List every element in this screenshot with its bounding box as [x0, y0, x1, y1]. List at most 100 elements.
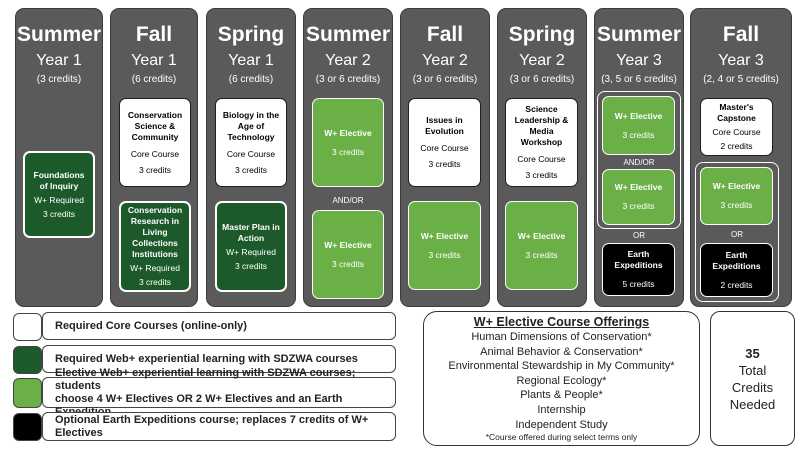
course-type: W+ Required: [130, 263, 180, 273]
and-or-separator: AND/OR: [623, 158, 655, 167]
and-or-separator: AND/OR: [332, 196, 364, 205]
offerings-title: W+ Elective Course Offerings: [473, 315, 650, 329]
term-credits: (3 or 6 credits): [315, 74, 381, 85]
offering-item: Regional Ecology*: [516, 374, 607, 387]
course-masters-capstone: Master's Capstone Core Course 2 credits: [700, 98, 773, 156]
term-season: Fall: [722, 23, 760, 46]
course-title: Biology in the Age of Technology: [222, 109, 280, 142]
course-type: Core Course: [517, 154, 566, 164]
term-season: Fall: [426, 23, 464, 46]
course-type: W+ Required: [34, 194, 84, 205]
course-credits: 3 credits: [234, 164, 268, 175]
term-year: Year 3: [616, 52, 662, 69]
course-title: Foundations of Inquiry: [33, 169, 85, 191]
term-year: Year 1: [228, 52, 274, 69]
term-credits: (3 credits): [36, 74, 82, 85]
term-credits: (3 or 6 credits): [509, 74, 575, 85]
term-season: Spring: [217, 23, 285, 46]
course-w-plus-elective: W+ Elective 3 credits: [700, 167, 773, 225]
legend-swatch-core: [13, 313, 42, 341]
legend-label-required: Required Web+ experiential learning with…: [42, 345, 396, 373]
term-year: Year 1: [36, 52, 82, 69]
course-title: Issues in Evolution: [425, 115, 464, 136]
course-credits: 3 credits: [525, 170, 558, 180]
course-w-plus-elective: W+ Elective 3 credits: [312, 98, 384, 187]
offerings-footnote: *Course offered during select terms only: [485, 432, 638, 443]
offering-item: Environmental Stewardship in My Communit…: [448, 360, 675, 373]
course-credits: 5 credits: [622, 279, 655, 289]
course-credits: 3 credits: [428, 159, 461, 169]
offering-item: Animal Behavior & Conservation*: [480, 345, 643, 358]
legend-text: Required Core Courses (online-only): [55, 319, 247, 332]
total-credits-label: Total: [738, 362, 767, 378]
course-w-plus-elective: W+ Elective 3 credits: [602, 169, 675, 225]
legend-text: Optional Earth Expeditions course; repla…: [55, 413, 369, 439]
term-year: Year 2: [422, 52, 468, 69]
legend-label-earth: Optional Earth Expeditions course; repla…: [42, 412, 396, 441]
course-biology-age-technology: Biology in the Age of Technology Core Co…: [215, 98, 287, 187]
course-type: Core Course: [130, 148, 180, 159]
course-credits: 3 credits: [525, 249, 558, 260]
total-credits-label: Credits: [731, 379, 774, 395]
term-season: Spring: [508, 23, 576, 46]
total-credits-number: 35: [745, 345, 760, 361]
legend-swatch-earth: [13, 413, 42, 441]
course-foundations-of-inquiry: Foundations of Inquiry W+ Required 3 cre…: [23, 151, 95, 238]
course-title: W+ Elective: [324, 239, 372, 250]
or-separator: OR: [731, 230, 743, 239]
offering-item: Independent Study: [515, 418, 608, 431]
course-credits: 3 credits: [720, 200, 753, 210]
term-year: Year 2: [325, 52, 371, 69]
course-type: Core Course: [420, 143, 469, 153]
course-title: W+ Elective: [614, 110, 663, 121]
course-master-plan-in-action: Master Plan in Action W+ Required 3 cred…: [215, 201, 287, 292]
course-type: W+ Required: [226, 246, 276, 257]
course-conservation-science-community: Conservation Science & Community Core Co…: [119, 98, 191, 187]
course-title: Conservation Science & Community: [127, 109, 183, 142]
term-year: Year 2: [519, 52, 565, 69]
course-w-plus-elective: W+ Elective 3 credits: [312, 210, 384, 299]
course-credits: 3 credits: [138, 277, 172, 287]
legend-label-elective: Elective Web+ experiential learning with…: [42, 367, 396, 418]
course-title: W+ Elective: [614, 182, 663, 192]
course-credits: 2 credits: [720, 141, 753, 151]
course-title: Master's Capstone: [717, 102, 756, 123]
offering-item: Internship: [537, 403, 586, 416]
or-separator: OR: [633, 231, 645, 240]
legend-label-core: Required Core Courses (online-only): [42, 312, 396, 340]
term-season: Summer: [596, 23, 682, 46]
course-type: Core Course: [712, 127, 761, 137]
term-credits: (3 or 6 credits): [412, 74, 478, 85]
term-year: Year 3: [718, 52, 764, 69]
course-title: Conservation Research in Living Collecti…: [127, 205, 183, 259]
course-credits: 3 credits: [428, 249, 461, 260]
course-credits: 3 credits: [331, 146, 365, 157]
total-credits-panel: 35 Total Credits Needed: [710, 311, 795, 446]
course-title: W+ Elective: [420, 230, 469, 241]
course-science-leadership-media: Science Leadership & Media Workshop Core…: [505, 98, 578, 187]
legend-swatch-elective: [13, 378, 42, 408]
elective-offerings-panel: W+ Elective Course Offerings Human Dimen…: [423, 311, 700, 446]
offering-item: Human Dimensions of Conservation*: [471, 331, 652, 343]
offering-item: Plants & People*: [520, 389, 603, 402]
course-earth-expeditions: Earth Expeditions 5 credits: [602, 243, 675, 296]
elective-group-bracket: [597, 91, 681, 229]
term-year: Year 1: [131, 52, 177, 69]
term-season: Summer: [305, 23, 391, 46]
course-title: W+ Elective: [517, 230, 566, 241]
course-credits: 3 credits: [42, 208, 76, 219]
course-credits: 2 credits: [720, 279, 753, 290]
course-title: Science Leadership & Media Workshop: [514, 104, 569, 147]
term-credits: (6 credits): [228, 74, 274, 85]
course-issues-in-evolution: Issues in Evolution Core Course 3 credit…: [408, 98, 481, 187]
elective-group-bracket: [695, 162, 779, 302]
course-credits: 3 credits: [622, 129, 655, 140]
course-title: W+ Elective: [324, 127, 372, 138]
course-type: Core Course: [226, 148, 276, 159]
course-earth-expeditions: Earth Expeditions 2 credits: [700, 243, 773, 297]
course-title: W+ Elective: [712, 181, 761, 191]
course-credits: 3 credits: [622, 201, 655, 211]
legend-text: Elective Web+ experiential learning with…: [55, 366, 356, 392]
legend-text: Required Web+ experiential learning with…: [55, 352, 358, 365]
course-title: Earth Expeditions: [712, 249, 761, 271]
